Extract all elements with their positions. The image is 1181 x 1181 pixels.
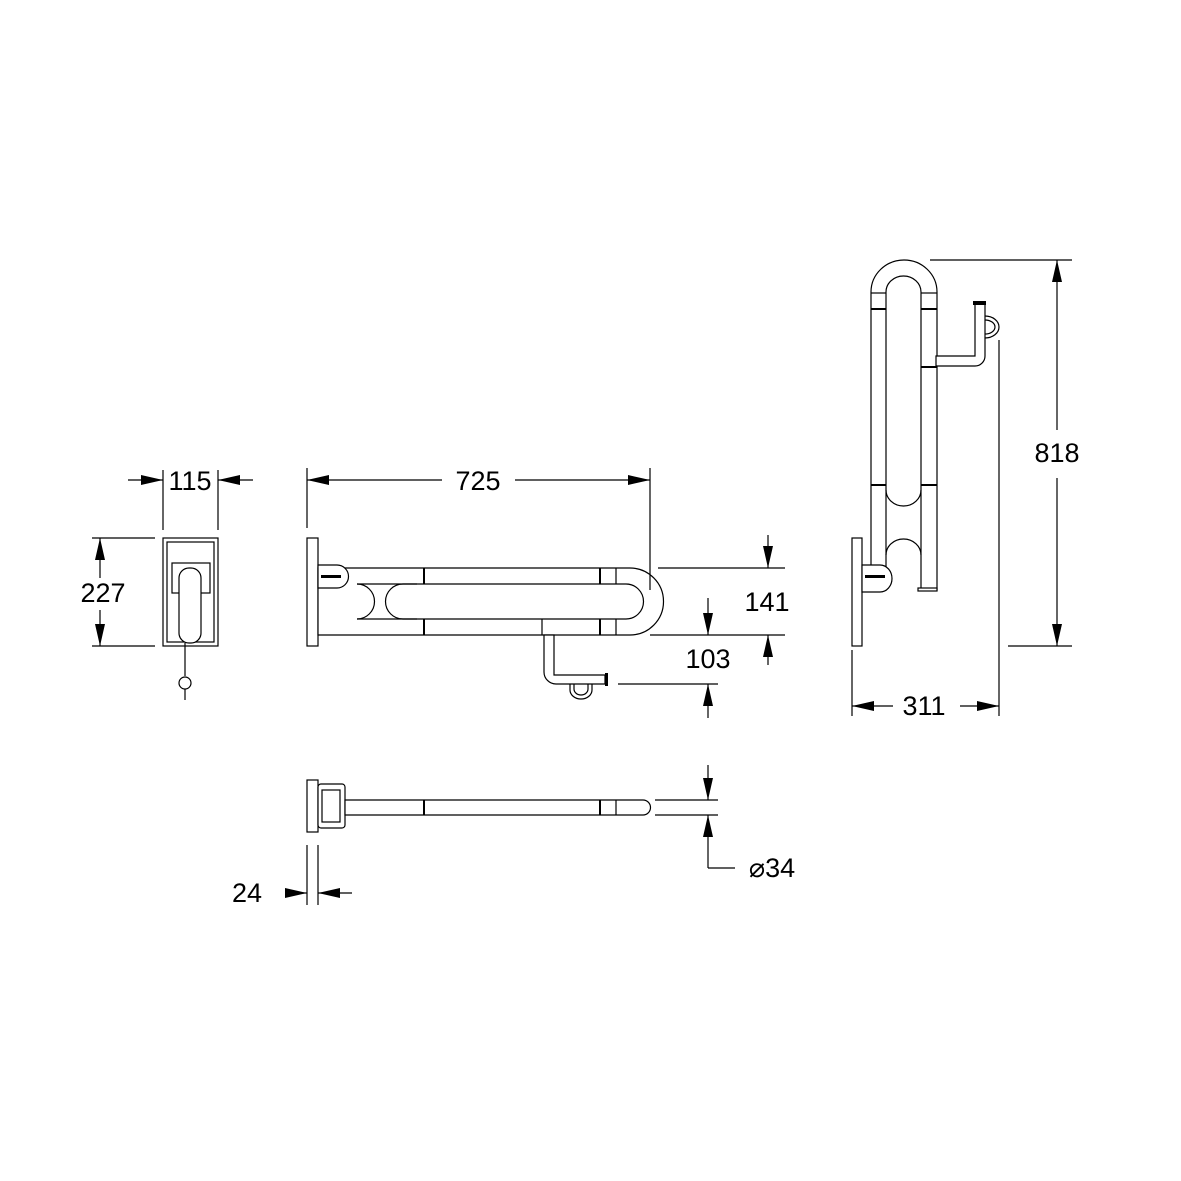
arrowhead	[95, 624, 105, 646]
arrowhead	[763, 546, 773, 568]
dimension-lines	[92, 259, 1072, 905]
arrowhead	[307, 475, 329, 485]
raised-view-bar	[851, 259, 1000, 647]
arrowhead	[852, 701, 874, 711]
arrowhead	[285, 888, 307, 898]
dim-projection-length: 725	[455, 466, 500, 496]
arrowhead	[703, 613, 713, 635]
arrowhead	[1052, 260, 1062, 282]
arrowhead	[703, 684, 713, 706]
front-view-plate	[162, 537, 219, 700]
arrowhead	[318, 888, 340, 898]
arrowhead	[977, 701, 999, 711]
dim-plate-height: 227	[80, 578, 125, 608]
dim-tube-diameter: ⌀34	[749, 853, 795, 883]
dim-holder-offset: 103	[685, 644, 730, 674]
arrowhead	[763, 635, 773, 657]
arrowhead	[1052, 624, 1062, 646]
arrowhead	[628, 475, 650, 485]
arrowhead	[218, 475, 240, 485]
dim-plate-depth: 24	[232, 878, 262, 908]
dim-raised-depth: 311	[902, 691, 945, 721]
arrowhead	[703, 778, 713, 800]
dim-plate-width: 115	[168, 466, 211, 496]
side-view-bar	[306, 537, 665, 700]
dim-bar-spacing: 141	[744, 587, 789, 617]
arrowhead	[703, 815, 713, 837]
plan-view-bar	[306, 779, 652, 833]
dim-raised-height: 818	[1034, 438, 1079, 468]
arrowhead	[141, 475, 163, 485]
arrowhead	[95, 538, 105, 560]
